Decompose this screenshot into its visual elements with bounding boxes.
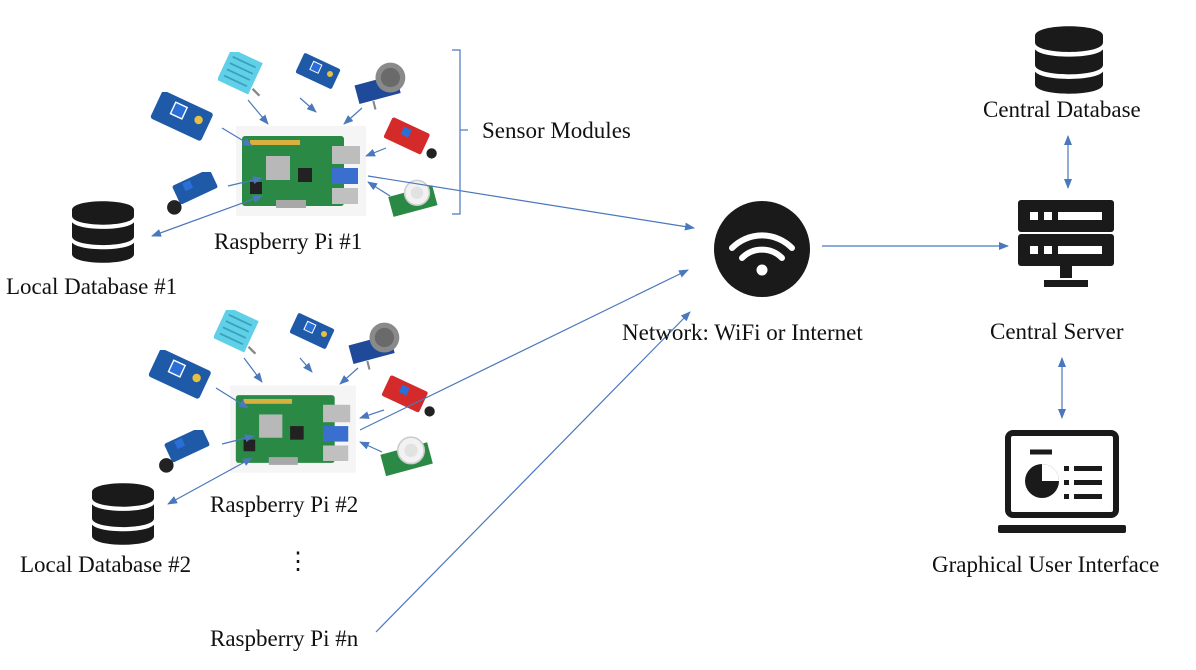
central-database-label: Central Database [983,97,1141,122]
local-database-1-label: Local Database #1 [6,274,178,299]
sound-sensor-icon [159,430,211,473]
local-database-2-label: Local Database #2 [20,552,192,577]
gas-sensor-icon [353,61,407,111]
raspberry-pi-2-label: Raspberry Pi #2 [210,492,359,517]
sensor-arrows-1 [151,97,391,237]
sensor-modules-label: Sensor Modules [482,118,631,143]
central-server-label: Central Server [990,319,1124,344]
raspberry-pi-1-label: Raspberry Pi #1 [214,229,363,254]
light-sensor-icon [296,52,342,90]
module-sensor-icon [150,92,215,143]
network-links [359,135,1072,633]
module-sensor-icon [148,350,213,401]
raspberry-pi-2-group [92,310,435,545]
raspberry-pi-1-group [72,49,468,263]
sensor-arrows-2 [167,357,385,505]
flame-sensor-icon [383,116,437,159]
pir-sensor-icon [379,436,434,477]
light-sensor-icon [290,312,336,350]
wifi-icon [714,201,810,297]
gas-sensor-icon [347,321,401,371]
central-database-icon [1035,26,1103,94]
sensor-modules-bracket [452,49,461,215]
flame-sensor-icon [381,374,435,417]
ellipsis-vertical: ⋮ [286,549,310,575]
dht-sensor-icon [218,52,264,97]
raspberry-pi-n-label: Raspberry Pi #n [210,626,359,651]
raspberry-pi-1-board-icon [236,126,366,216]
dht-sensor-icon [214,310,260,355]
gui-label: Graphical User Interface [932,552,1160,577]
network-label: Network: WiFi or Internet [622,320,863,345]
database-icon [92,483,154,545]
monitor-dashboard-icon [998,430,1126,533]
database-icon [72,201,134,263]
server-icon [1018,200,1114,287]
sound-sensor-icon [167,172,219,215]
